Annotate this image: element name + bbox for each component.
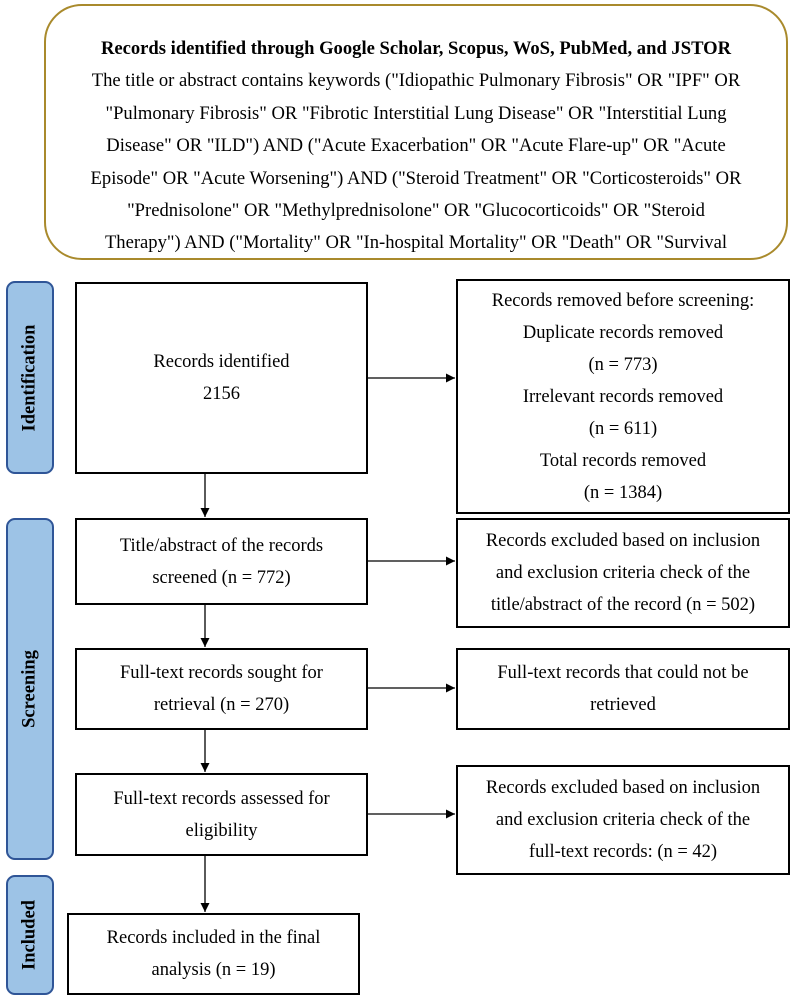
records-excluded-fulltext-box: Records excluded based on inclusion and …	[456, 765, 790, 875]
box-line: Records excluded based on inclusion	[485, 531, 761, 551]
box-line: retrieval (n = 270)	[153, 695, 290, 715]
box-line: 2156	[203, 384, 240, 404]
box-line: Records included in the final	[106, 928, 321, 948]
box-line: (n = 611)	[588, 418, 658, 439]
box-line: Duplicate records removed	[522, 322, 724, 343]
search-strategy-box: Records identified through Google Schola…	[44, 4, 788, 260]
box-line: and exclusion criteria check of the	[495, 563, 751, 583]
records-removed-box: Records removed before screening: Duplic…	[456, 279, 790, 514]
box-line: screened (n = 772)	[152, 567, 291, 588]
search-strategy-title: Records identified through Google Schola…	[100, 38, 732, 59]
records-assessed-box: Full-text records assessed for eligibili…	[75, 773, 368, 856]
search-keyword-line: Therapy") AND ("Mortality" OR "In-hospit…	[104, 232, 728, 254]
box-line: (n = 773)	[588, 354, 658, 375]
box-line: Full-text records sought for	[120, 663, 323, 683]
box-line: Full-text records that could not be	[497, 663, 749, 683]
search-keyword-line: The title or abstract contains keywords …	[91, 70, 741, 92]
box-line: retrieved	[590, 695, 656, 715]
box-line: (n = 1384)	[583, 482, 663, 503]
records-sought-box: Full-text records sought for retrieval (…	[75, 648, 368, 730]
records-identified-box: Records identified 2156	[75, 282, 368, 474]
search-keyword-line: "Pulmonary Fibrosis" OR "Fibrotic Inters…	[105, 102, 727, 124]
box-line: Title/abstract of the records	[119, 535, 324, 556]
box-line: Full-text records assessed for	[113, 788, 330, 809]
phase-screening: Screening	[6, 518, 54, 860]
box-line: Records excluded based on inclusion	[485, 778, 761, 798]
search-keyword-line: "Prednisolone" OR "Methylprednisolone" O…	[127, 200, 705, 222]
box-line: analysis (n = 19)	[151, 960, 276, 980]
search-keyword-line: Disease" OR "ILD") AND ("Acute Exacerbat…	[106, 135, 726, 157]
box-line: Records removed before screening:	[491, 290, 755, 311]
box-line: Total records removed	[539, 450, 707, 471]
box-line: full-text records: (n = 42)	[528, 842, 718, 862]
phase-identification: Identification	[6, 281, 54, 474]
search-keyword-line: Episode" OR "Acute Worsening") AND ("Ste…	[90, 167, 742, 189]
box-line: Records identified	[153, 352, 290, 372]
phase-included: Included	[6, 875, 54, 995]
records-screened-box: Title/abstract of the records screened (…	[75, 518, 368, 605]
records-included-box: Records included in the final analysis (…	[67, 913, 360, 995]
box-line: and exclusion criteria check of the	[495, 810, 751, 830]
box-line: Irrelevant records removed	[522, 386, 724, 407]
box-line: title/abstract of the record (n = 502)	[490, 595, 756, 615]
box-line: eligibility	[185, 820, 258, 841]
records-not-retrieved-box: Full-text records that could not be retr…	[456, 648, 790, 730]
records-excluded-title-box: Records excluded based on inclusion and …	[456, 518, 790, 628]
